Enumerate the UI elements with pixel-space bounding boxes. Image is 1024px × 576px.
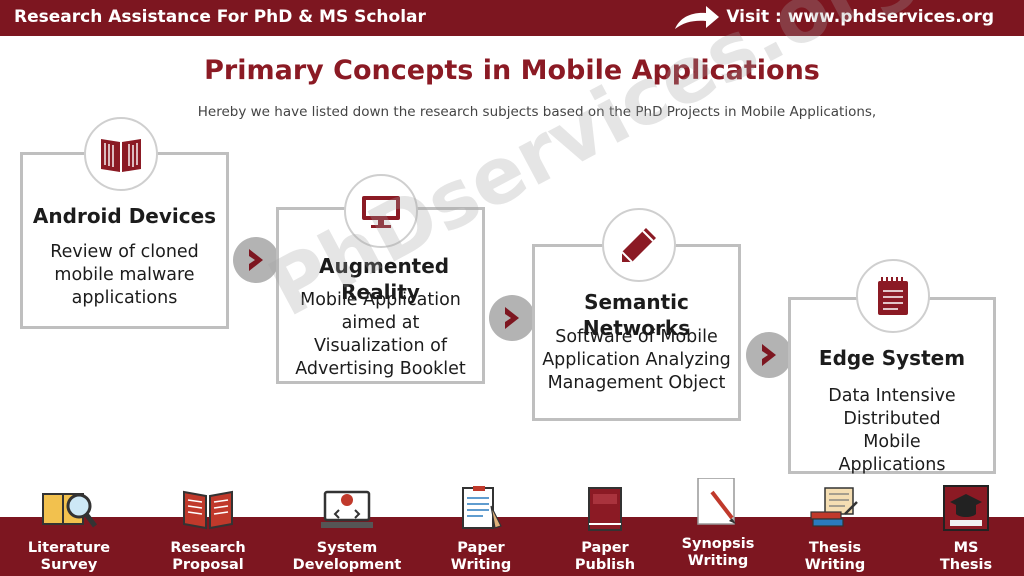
card-title: Android Devices: [32, 204, 217, 228]
service-label-line2: Proposal: [172, 557, 244, 573]
service-label-line2: Writing: [450, 557, 512, 573]
service-label-line1: Thesis: [808, 540, 862, 556]
magnifier-book-icon: [42, 493, 97, 528]
service-label-line2: Survey: [40, 557, 98, 573]
bottom-services-bar: [0, 517, 1024, 576]
service-label-line1: Paper: [581, 540, 629, 556]
computer-code-icon: [321, 490, 373, 528]
scroll-books-icon: [810, 487, 858, 527]
curved-arrow-icon: [675, 6, 719, 29]
chevron-right-icon: [746, 332, 792, 378]
top-banner: Research Assistance For PhD & MS Scholar…: [0, 0, 1024, 36]
chevron-right-icon: [233, 237, 279, 283]
service-label-line2: Thesis: [939, 557, 993, 573]
service-label-line1: MS: [953, 540, 979, 556]
card-body: Software of Mobile Application Analyzing…: [542, 327, 731, 393]
notepad-icon: [878, 277, 908, 315]
brand-title: Research Assistance For PhD & MS Scholar: [14, 7, 426, 27]
service-label-line1: Synopsis: [681, 536, 755, 552]
chevron-right-icon: [489, 295, 535, 341]
service-label-line1: System: [316, 540, 378, 556]
monitor-icon: [362, 196, 400, 228]
card-body: Review of cloned mobile malware applicat…: [50, 242, 199, 308]
graduate-cap-icon: [943, 485, 989, 531]
card-body: Data Intensive Distributed Mobile Applic…: [828, 386, 956, 475]
card-title: Augmented Reality: [319, 254, 450, 304]
journal-icon: [588, 487, 622, 531]
pencil-icon: [621, 228, 656, 263]
page-subtitle: Hereby we have listed down the research …: [197, 104, 877, 120]
pencil-icon-badge: [602, 208, 676, 282]
card-body: Mobile Application aimed at Visualizatio…: [295, 290, 466, 379]
synopsis-pen-icon: [697, 478, 736, 525]
service-label-line1: Literature: [27, 540, 111, 556]
service-label-line2: Writing: [687, 553, 749, 569]
service-label-line2: Writing: [804, 557, 866, 573]
visit-link[interactable]: Visit : www.phdservices.org: [726, 7, 994, 27]
service-label-line2: Publish: [574, 557, 636, 573]
card-title: Edge System: [818, 346, 966, 370]
card-title: Semantic Networks: [582, 290, 691, 340]
service-label-line1: Research: [170, 540, 246, 556]
service-label-line2: Development: [292, 557, 402, 573]
notepad-icon-badge: [856, 259, 930, 333]
page-title: Primary Concepts in Mobile Applications: [204, 55, 820, 86]
book-icon: [101, 139, 141, 172]
open-book-icon: [183, 490, 233, 530]
book-icon-badge: [84, 117, 158, 191]
service-label-line1: Paper: [457, 540, 505, 556]
paper-writing-icon: [462, 486, 502, 529]
monitor-icon-badge: [344, 174, 418, 248]
